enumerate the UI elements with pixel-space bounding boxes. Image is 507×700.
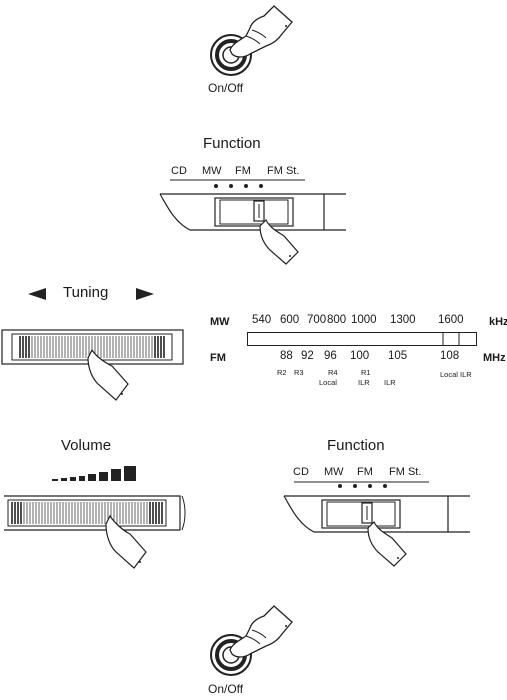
fm-scale-96: 96 — [324, 350, 337, 362]
mw-scale-1600: 1600 — [438, 314, 464, 326]
function-top-switch[interactable] — [160, 176, 350, 276]
fm-station-r1: R1 — [361, 368, 371, 377]
function-bottom-switch[interactable] — [284, 478, 474, 578]
dial-scale: MW kHz 540 600 700 800 1000 1300 1600 FM… — [210, 312, 505, 392]
fm-station-ilr-2: ILR — [384, 378, 396, 387]
tuning-wheel[interactable] — [0, 328, 185, 410]
arrow-left-icon[interactable] — [28, 288, 46, 300]
fm-station-local-2: Local — [440, 370, 458, 379]
volume-title: Volume — [61, 437, 111, 454]
fm-station-ilr-3: ILR — [460, 370, 472, 379]
mw-unit-label: kHz — [489, 316, 507, 328]
tuning-title: Tuning — [63, 284, 108, 301]
arrow-right-icon[interactable] — [136, 288, 154, 300]
mw-band-label: MW — [210, 316, 230, 328]
fm-station-r3: R3 — [294, 368, 304, 377]
mw-scale-1300: 1300 — [390, 314, 416, 326]
fm-scale-88: 88 — [280, 350, 293, 362]
mw-scale-1000: 1000 — [351, 314, 377, 326]
function-bottom-pos-fmst: FM St. — [389, 466, 421, 478]
mw-scale-540: 540 — [252, 314, 271, 326]
fm-station-ilr-1: ILR — [358, 378, 370, 387]
fm-scale-108: 108 — [440, 350, 459, 362]
fm-band-label: FM — [210, 352, 226, 364]
fm-station-r2: R2 — [277, 368, 287, 377]
function-bottom-pos-mw: MW — [324, 466, 344, 478]
onoff-top-label: On/Off — [208, 81, 243, 95]
volume-level-icon — [52, 464, 136, 484]
function-top-title: Function — [203, 135, 261, 152]
mw-scale-700: 700 — [307, 314, 326, 326]
fm-station-local-1: Local — [319, 378, 337, 387]
fm-scale-105: 105 — [388, 350, 407, 362]
fm-scale-92: 92 — [301, 350, 314, 362]
volume-wheel[interactable] — [0, 492, 195, 577]
tuning-header: Tuning — [28, 284, 168, 304]
fm-unit-label: MHz — [483, 352, 506, 364]
dial-bar — [247, 332, 477, 346]
fm-scale-100: 100 — [350, 350, 369, 362]
onoff-bottom-label: On/Off — [208, 682, 243, 696]
fm-station-r4: R4 — [328, 368, 338, 377]
function-bottom-pos-fm: FM — [357, 466, 373, 478]
mw-scale-800: 800 — [327, 314, 346, 326]
onoff-bottom-group: On/Off — [200, 600, 300, 698]
function-bottom-pos-cd: CD — [293, 466, 309, 478]
function-bottom-title: Function — [327, 437, 385, 454]
mw-scale-600: 600 — [280, 314, 299, 326]
onoff-top-group: On/Off — [200, 0, 300, 100]
